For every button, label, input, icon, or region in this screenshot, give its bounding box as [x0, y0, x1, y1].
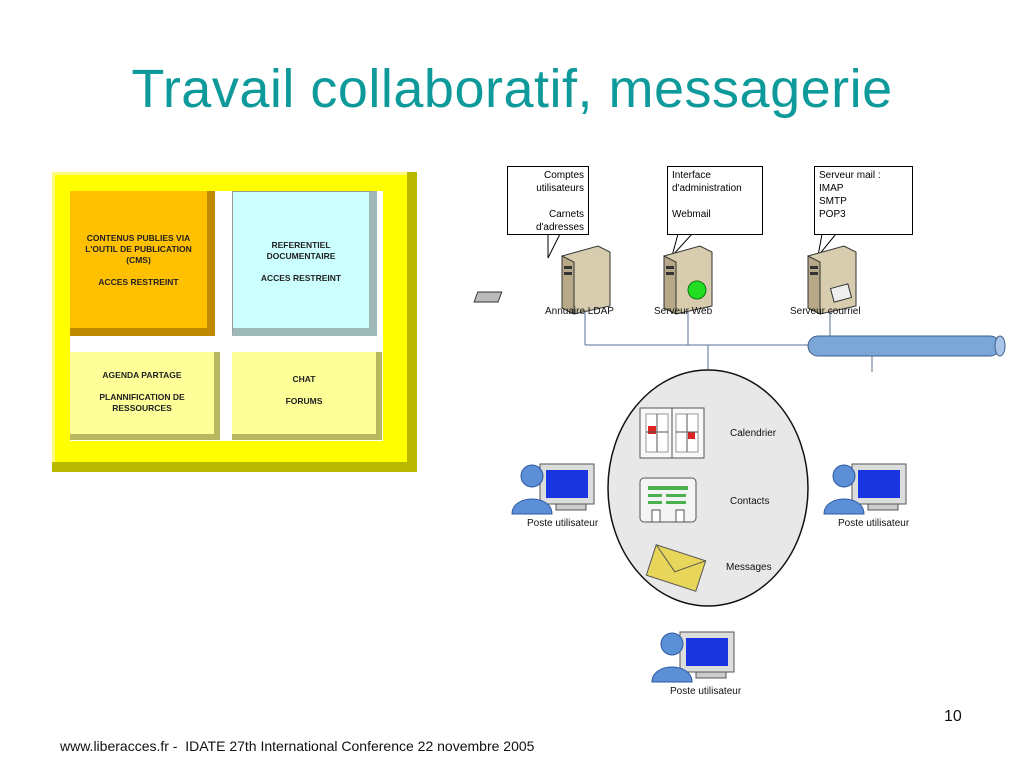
server-web-label: Serveur Web	[654, 306, 713, 317]
referentiel-box: REFERENTIEL DOCUMENTAIRE ACCES RESTREINT	[232, 191, 377, 336]
server-web-icon	[663, 245, 713, 315]
backbone-pipe	[807, 335, 1001, 357]
callout-ldap: Comptes utilisateurs Carnets d'adresses	[507, 166, 589, 235]
cms-box: CONTENUS PUBLIES VIA L'OUTIL DE PUBLICAT…	[70, 191, 215, 336]
workstation-bottom-icon	[651, 631, 735, 683]
page-number: 10	[944, 708, 962, 725]
workstation-bottom-label: Poste utilisateur	[670, 686, 742, 697]
calendar-icon	[639, 407, 705, 459]
chat-box: CHAT FORUMS	[232, 352, 382, 440]
workstation-left-icon	[511, 463, 595, 515]
slide-title: Travail collaboratif, messagerie	[131, 59, 893, 119]
server-mail-label: Serveur courriel	[790, 306, 861, 317]
server-mail-icon	[807, 245, 857, 315]
contacts-icon	[639, 477, 697, 523]
service-contacts-label: Contacts	[730, 496, 770, 507]
workstation-left-label: Poste utilisateur	[527, 518, 599, 529]
server-ldap-label: Annuaire LDAP	[545, 306, 614, 317]
envelope-icon	[645, 544, 707, 592]
server-ldap-icon	[473, 245, 611, 315]
workstation-right-icon	[823, 463, 907, 515]
services-ellipse	[607, 369, 809, 607]
footer-text: www.liberacces.fr - IDATE 27th Internati…	[60, 738, 535, 754]
callout-pointer-ldap	[547, 233, 561, 259]
agenda-box: AGENDA PARTAGE PLANNIFICATION DE RESSOUR…	[70, 352, 220, 440]
workstation-right-label: Poste utilisateur	[838, 518, 910, 529]
service-calendar-label: Calendrier	[730, 428, 777, 439]
callout-mail: Serveur mail : IMAP SMTP POP3	[814, 166, 913, 235]
service-messages-label: Messages	[726, 562, 772, 573]
callout-web: Interface d'administration Webmail	[667, 166, 763, 235]
